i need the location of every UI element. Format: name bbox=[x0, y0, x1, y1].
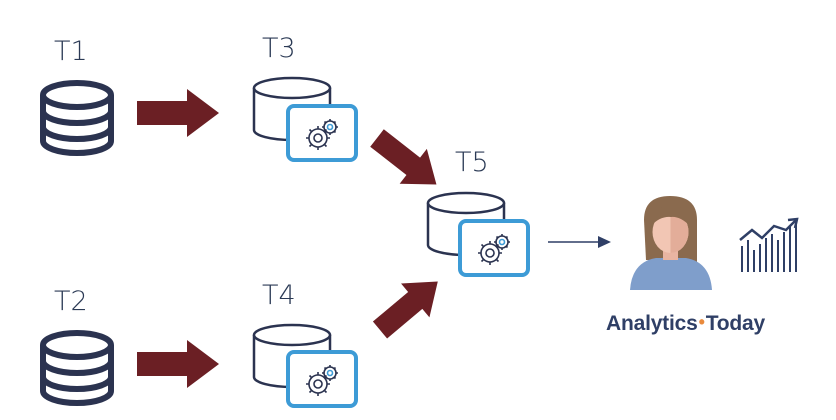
label-t5: T5 bbox=[455, 147, 489, 178]
arrow-t2-to-t4 bbox=[137, 340, 219, 388]
database-t1 bbox=[43, 83, 111, 153]
label-t2: T2 bbox=[54, 286, 88, 317]
user-avatar-icon bbox=[630, 196, 712, 290]
database-gear-t3 bbox=[252, 76, 358, 162]
arrow-t4-to-t5 bbox=[365, 264, 452, 347]
label-t1: T1 bbox=[54, 36, 88, 67]
arrow-t5-to-consumer bbox=[548, 236, 611, 248]
brand-separator: • bbox=[698, 312, 705, 332]
database-gear-t4 bbox=[252, 323, 358, 408]
label-t3: T3 bbox=[262, 33, 296, 64]
arrow-t3-to-t5 bbox=[363, 120, 451, 202]
brand-part2: Today bbox=[705, 312, 765, 335]
label-t4: T4 bbox=[262, 280, 296, 311]
arrow-t1-to-t3 bbox=[137, 89, 219, 137]
database-gear-t5 bbox=[426, 191, 530, 277]
brand-part1: Analytics bbox=[606, 312, 698, 335]
database-t2 bbox=[43, 333, 111, 403]
bar-chart-trend-icon bbox=[739, 217, 799, 272]
analytics-today-logo: Analytics•Today bbox=[606, 312, 765, 336]
